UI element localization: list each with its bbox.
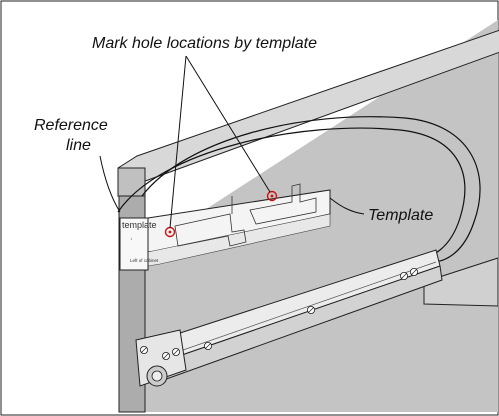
callout-mark-holes: Mark hole locations by template [92,35,317,52]
rail-groove-line [159,261,437,359]
rail-screw [171,347,180,356]
callout-reference-line-1: Reference [34,117,108,134]
rail-screw [409,267,418,276]
leader-line-reference [99,155,121,213]
rail-screws [139,267,418,360]
rail-screw [399,271,408,280]
template-print-title: template [122,220,157,230]
leader-line-right-hole [185,55,271,193]
template-cutout-right [249,183,317,225]
rail-screw [139,345,148,354]
template-print-arrow: ↓ [130,236,133,242]
template-cutout-left [174,213,247,247]
template-front-flap [119,217,149,271]
slide-roller-hub [151,370,163,382]
rail-screw [306,305,315,314]
callout-reference-line-2: line [66,137,91,154]
hole-marker-right [266,190,278,202]
template-strip-outer [117,127,466,259]
cabinet-shelf [423,257,499,307]
cabinet-top-front [117,167,146,197]
callout-template: Template [368,207,433,224]
rail-screw [203,341,212,350]
leader-line-template [329,197,365,215]
leader-line-left-hole [169,55,187,229]
rail-screw [161,351,170,360]
template-strip-inner [141,116,481,263]
template-print-side-note: Left of cabinet [130,258,159,263]
